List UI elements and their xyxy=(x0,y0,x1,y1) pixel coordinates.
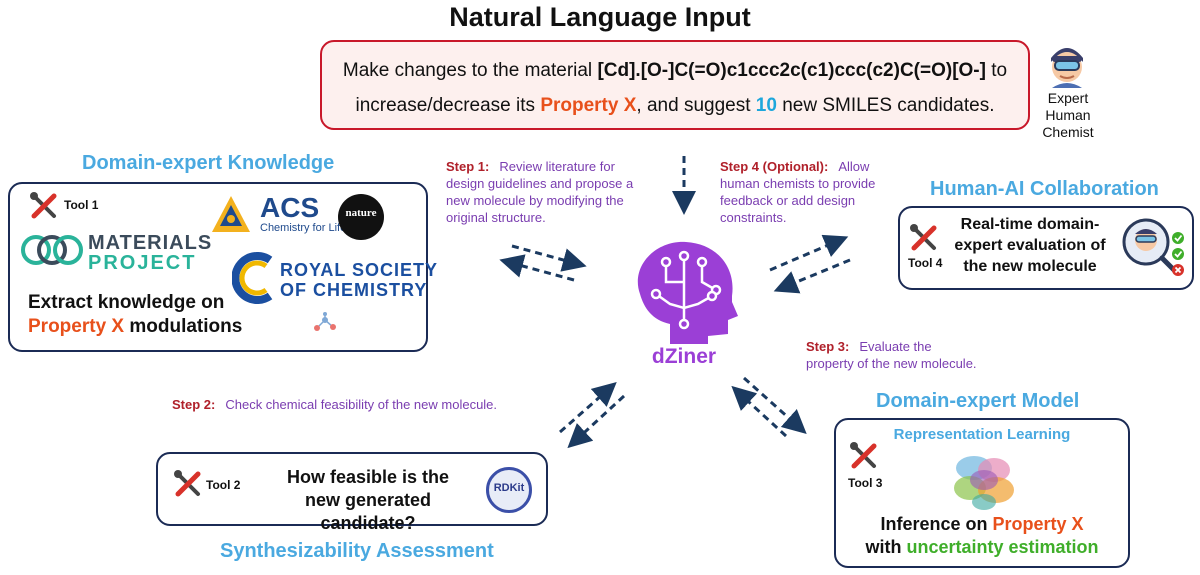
step-2-text: Step 2: Check chemical feasibility of the… xyxy=(172,396,572,413)
chemist-label-line: Expert xyxy=(1047,90,1089,106)
model-text: Inference on xyxy=(880,514,993,534)
step-2-label: Step 2: xyxy=(172,397,216,412)
step-1-text: Step 1: Review literature for design guid… xyxy=(446,158,666,226)
dziner-name: dZiner xyxy=(651,345,717,368)
collab-text-line: expert evaluation of xyxy=(954,237,1106,254)
rdkit-logo-icon xyxy=(486,467,532,513)
step-text-line: Review literature for xyxy=(499,159,615,174)
chemist-icon xyxy=(1051,48,1083,88)
extract-line1: Extract knowledge on xyxy=(28,292,225,313)
rdkit-logo-text: RDKit xyxy=(493,482,525,494)
step-text-line: design guidelines and propose a xyxy=(446,176,634,191)
arrow-knowledge-to-center xyxy=(511,244,587,272)
tool-3-label: Tool 3 xyxy=(848,476,883,490)
prompt-text: , and suggest xyxy=(636,95,756,116)
collab-text-line: Real-time domain- xyxy=(960,216,1100,233)
synth-text-line: How feasible is the xyxy=(286,467,450,487)
prompt-text: to xyxy=(985,60,1008,81)
step-text-line: property of the new molecule. xyxy=(806,356,977,371)
arrow-model-to-center xyxy=(731,385,788,438)
extract-line2: Property X modulations xyxy=(28,316,242,338)
materials-project-line1: MATERIALS xyxy=(88,232,213,254)
step-4-label: Step 4 (Optional): xyxy=(720,159,829,174)
prompt-text: increase/decrease its xyxy=(355,95,541,116)
tool-2-label: Tool 2 xyxy=(206,478,241,492)
arrow-synth-to-center xyxy=(559,382,617,434)
page-title: Natural Language Input xyxy=(449,2,751,32)
tools-icon xyxy=(910,224,937,251)
arrow-center-to-model xyxy=(743,376,807,434)
arrow-collab-to-center xyxy=(773,258,851,294)
prompt-text: new SMILES candidates. xyxy=(776,95,995,116)
arrow-center-to-synth xyxy=(567,394,626,449)
prompt-smiles: [Cd].[O-]C(=O)c1ccc2c(c1)ccc(c2)C(=O)[O-… xyxy=(597,60,986,81)
tool-1-label: Tool 1 xyxy=(64,198,99,212)
chemist-label-line: Chemist xyxy=(1042,124,1094,140)
tools-icon xyxy=(30,192,57,219)
tools-icon xyxy=(850,442,877,469)
rsc-line1: ROYAL SOCIETY xyxy=(280,260,439,280)
extract-text: modulations xyxy=(124,316,243,337)
nature-logo-icon xyxy=(338,194,384,240)
synth-panel xyxy=(156,452,548,526)
prompt-count: 10 xyxy=(755,95,777,116)
rsc-logo-icon xyxy=(232,252,273,304)
materials-project-logo-icon xyxy=(21,235,83,265)
evaluation-checklist-icon xyxy=(1122,218,1184,276)
step-text-line: Check chemical feasibility of the new mo… xyxy=(225,397,498,412)
knowledge-title: Domain-expert Knowledge xyxy=(82,152,335,174)
step-3-label: Step 3: xyxy=(806,339,850,354)
prompt-text: Make changes to the material xyxy=(342,60,598,81)
acs-logo-icon xyxy=(212,196,250,232)
arrow-center-to-collab xyxy=(769,234,849,272)
molecule-icon xyxy=(314,312,336,331)
step-text-line: human chemists to provide xyxy=(720,176,876,191)
prompt-box: Make changes to the material [Cd].[O-]C(… xyxy=(320,40,1030,130)
rsc-line2: OF CHEMISTRY xyxy=(280,280,428,300)
prompt-line-1: Make changes to the material [Cd].[O-]C(… xyxy=(322,60,1028,82)
dziner-brain-icon xyxy=(637,241,738,344)
collab-text-line: the new molecule xyxy=(963,258,1097,275)
acs-name: ACS xyxy=(260,192,320,223)
collab-title: Human-AI Collaboration xyxy=(930,178,1159,200)
materials-project-line2: PROJECT xyxy=(88,252,197,274)
step-1-label: Step 1: xyxy=(446,159,490,174)
chemist-label: Expert Human Chemist xyxy=(1036,90,1100,141)
model-subtitle: Representation Learning xyxy=(893,426,1071,443)
acs-tagline: Chemistry for Life® xyxy=(260,222,355,234)
tool-4-label: Tool 4 xyxy=(908,256,943,270)
collab-text: Real-time domain- expert evaluation of t… xyxy=(948,214,1112,277)
synth-text: How feasible is the new generated candid… xyxy=(258,466,478,535)
prompt-property: Property X xyxy=(540,95,637,116)
step-text-line: constraints. xyxy=(720,210,787,225)
model-uncertainty: uncertainty estimation xyxy=(906,537,1099,557)
tools-icon xyxy=(174,470,201,497)
step-text-line: feedback or add design xyxy=(720,193,856,208)
arrow-center-to-knowledge xyxy=(499,254,575,282)
synth-text-line: new generated candidate? xyxy=(304,490,432,533)
step-text-line: original structure. xyxy=(446,210,546,225)
extract-property: Property X xyxy=(28,316,125,337)
model-title: Domain-expert Model xyxy=(876,390,1080,412)
model-property: Property X xyxy=(992,514,1084,534)
synth-title: Synthesizability Assessment xyxy=(220,540,494,562)
model-text: with xyxy=(865,537,907,557)
prompt-line-2: increase/decrease its Property X, and su… xyxy=(322,95,1028,117)
embedding-cluster-icon xyxy=(954,456,1014,510)
model-uncertainty-line: with uncertainty estimation xyxy=(834,537,1130,558)
step-text-line: new molecule by modifying the xyxy=(446,193,624,208)
chemist-label-line: Human xyxy=(1045,107,1091,123)
model-inference-line: Inference on Property X xyxy=(834,514,1130,535)
step-text-line: Allow xyxy=(838,159,870,174)
step-3-text: Step 3: Evaluate the property of the new … xyxy=(806,338,1046,372)
nature-logo-text: nature xyxy=(345,207,377,219)
step-text-line: Evaluate the xyxy=(859,339,932,354)
step-4-text: Step 4 (Optional): Allow human chemists t… xyxy=(720,158,920,226)
